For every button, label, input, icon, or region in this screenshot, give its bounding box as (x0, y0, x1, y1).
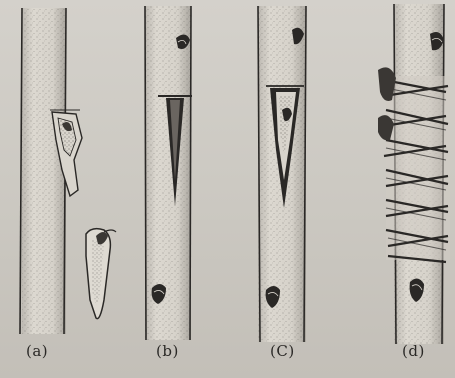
panel-a-detached-bud-shield (86, 229, 116, 319)
panel-label-a: (a) (26, 342, 48, 360)
panel-a-stem (20, 8, 66, 334)
panel-label-d: (d) (402, 342, 425, 360)
panel-d-binding-wraps (378, 67, 450, 262)
panel-label-b: (b) (156, 342, 179, 360)
panel-label-c: (C) (270, 342, 295, 360)
